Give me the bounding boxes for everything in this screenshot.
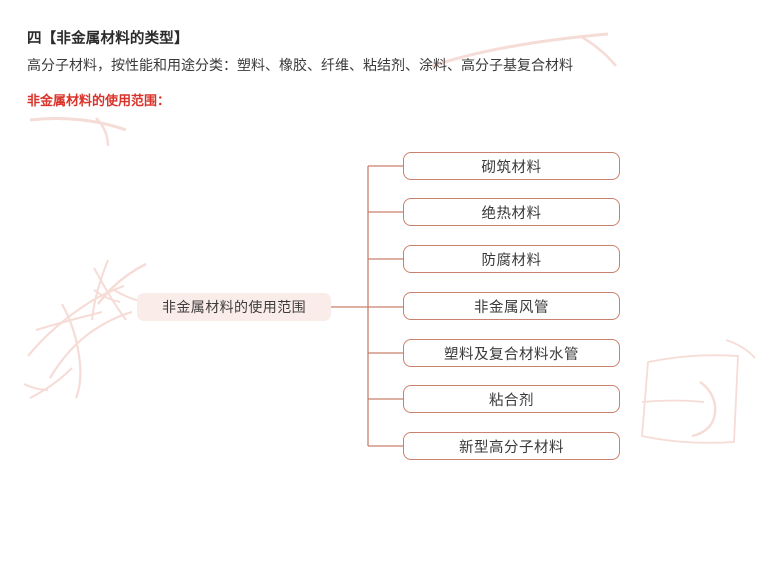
section-subtitle: 非金属材料的使用范围： (27, 93, 171, 108)
leaf-node-4[interactable]: 非金属风管 (403, 292, 620, 320)
leaf-node-3[interactable]: 防腐材料 (403, 245, 620, 273)
leaf-node-7[interactable]: 新型高分子材料 (403, 432, 620, 460)
root-node[interactable]: 非金属材料的使用范围 (137, 293, 331, 321)
leaf-node-1[interactable]: 砌筑材料 (403, 152, 620, 180)
leaf-node-2[interactable]: 绝热材料 (403, 198, 620, 226)
leaf-node-5[interactable]: 塑料及复合材料水管 (403, 339, 620, 367)
page-title: 四【非金属材料的类型】 (27, 31, 189, 47)
text-block: 四【非金属材料的类型】 高分子材料，按性能和用途分类：塑料、橡胶、纤维、粘结剂、… (27, 29, 727, 110)
body-paragraph: 高分子材料，按性能和用途分类：塑料、橡胶、纤维、粘结剂、涂料、高分子基复合材料 (27, 57, 573, 73)
leaf-node-6[interactable]: 粘合剂 (403, 385, 620, 413)
